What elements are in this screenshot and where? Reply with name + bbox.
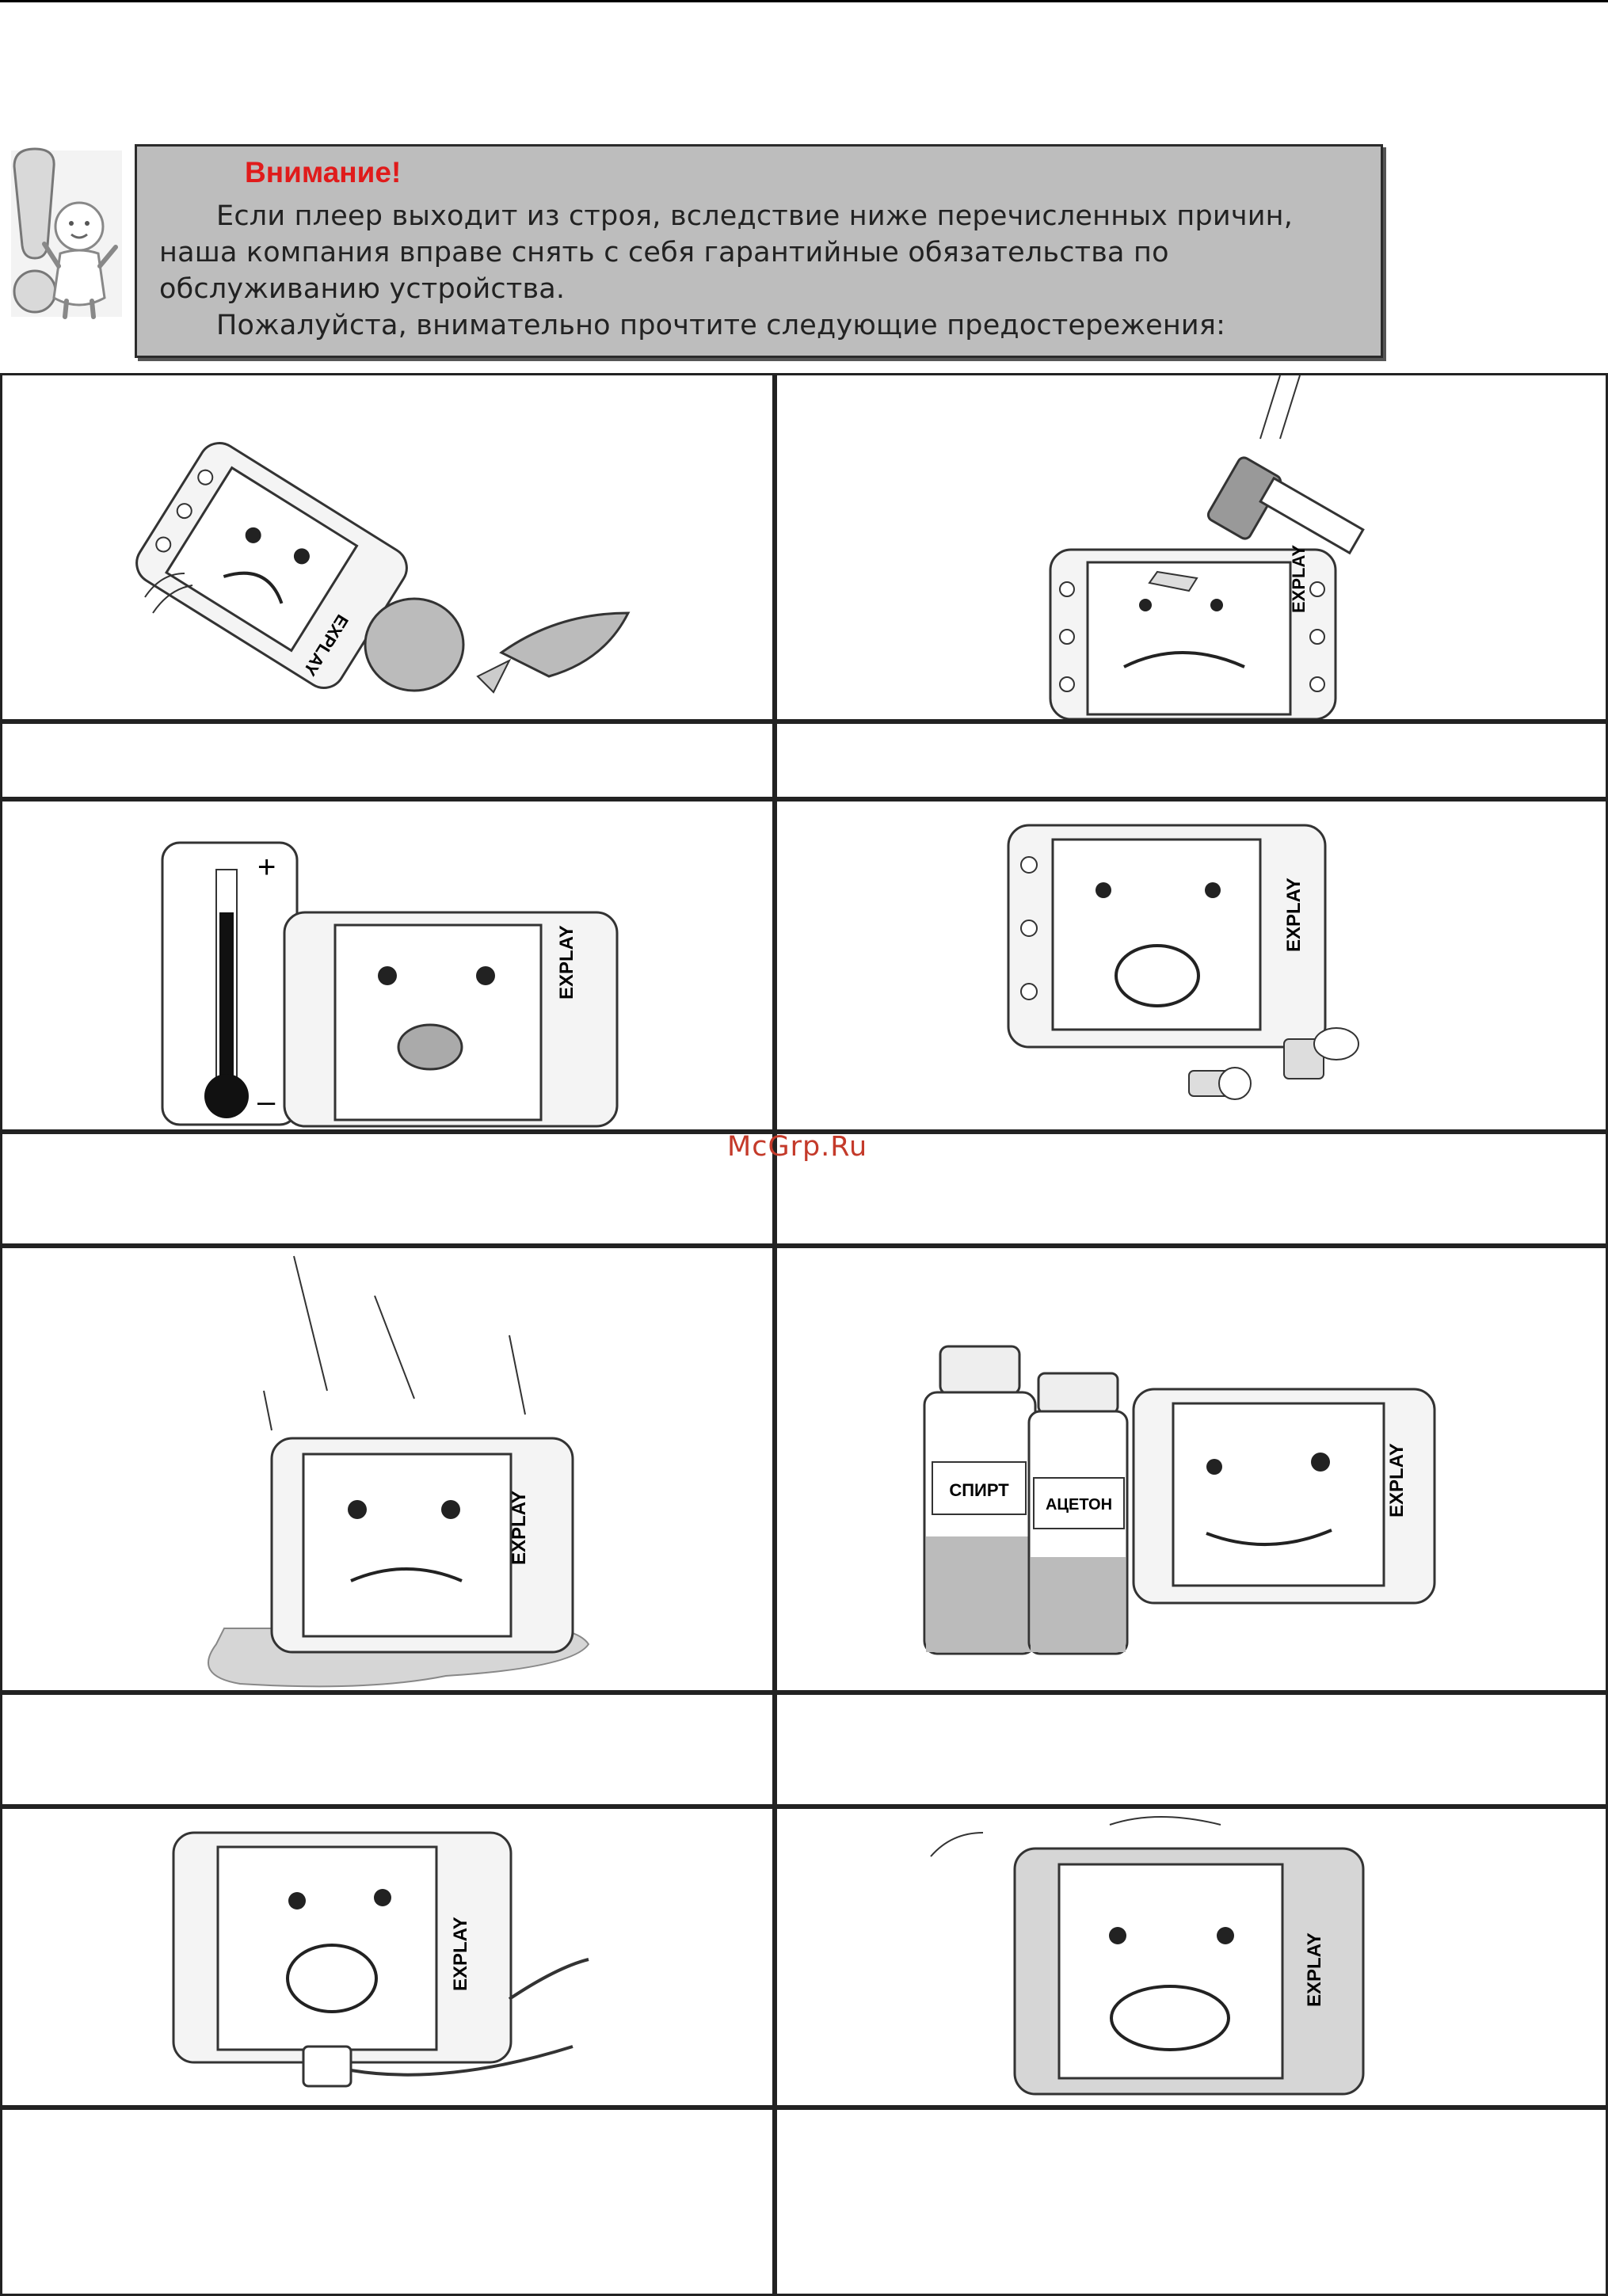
chemicals-illustration: СПИРТ АЦЕТОН EXPLAY [923,1345,1436,1655]
caption-cell [0,1132,775,1246]
hammer-impact-illustration: EXPLAY [1049,375,1365,719]
illustration-cell-temperature: + – EXPLAY [0,799,775,1132]
warning-line-1: Если плеер выходит из строя, вследствие … [216,200,1294,232]
precautions-grid: EXPLAY EXPLAY [0,373,1608,2296]
caption-cell [775,1692,1608,1807]
illustration-cell-power: EXPLAY [0,1807,775,2108]
brand-text: EXPLAY [1304,1932,1325,2007]
brand-text: EXPLAY [556,925,577,1000]
thermometer-illustration: + – EXPLAY [161,841,619,1128]
caption-cell [775,722,1608,799]
caption-cell [0,2108,775,2296]
warning-box: Внимание! Если плеер выходит из строя, в… [135,144,1383,358]
brand-text: EXPLAY [450,1917,471,1991]
illustration-cell-chemicals: СПИРТ АЦЕТОН EXPLAY [775,1246,1608,1692]
alcohol-label: СПИРТ [949,1480,1009,1500]
water-illustration: EXPLAY [208,1255,590,1688]
illustration-cell-water: EXPLAY [0,1246,775,1692]
thermometer-minus: – [257,1084,276,1119]
illustration-cell-pressure: EXPLAY [775,1807,1608,2108]
top-rule [0,0,1608,2]
illustration-cell-drop: EXPLAY [0,373,775,722]
caption-cell [775,2108,1608,2296]
warning-line-3: обслуживанию устройства. [159,273,566,305]
screws-illustration: EXPLAY [1007,824,1359,1100]
acetone-label: АЦЕТОН [1046,1496,1112,1514]
warning-line-4: Пожалуйста, внимательно прочтите следующ… [216,310,1226,341]
squeeze-illustration: EXPLAY [930,1816,1365,2096]
brand-text: EXPLAY [1283,878,1305,952]
power-cord-illustration: EXPLAY [172,1831,589,2088]
illustration-cell-disassembly: EXPLAY [775,799,1608,1132]
warning-mascot-icon [11,147,122,319]
dropped-player-illustration: EXPLAY [135,442,631,694]
brand-text: EXPLAY [1289,545,1309,613]
caption-cell [0,1692,775,1807]
caption-cell [0,722,775,799]
thermometer-plus: + [257,850,276,885]
warning-line-2: наша компания вправе снять с себя гарант… [159,237,1169,268]
illustration-cell-impact: EXPLAY [775,373,1608,722]
warning-title: Внимание! [245,156,402,188]
brand-text: EXPLAY [1386,1443,1408,1517]
caption-cell [775,1132,1608,1246]
watermark: McGrp.Ru [727,1131,868,1163]
brand-text: EXPLAY [509,1491,530,1565]
